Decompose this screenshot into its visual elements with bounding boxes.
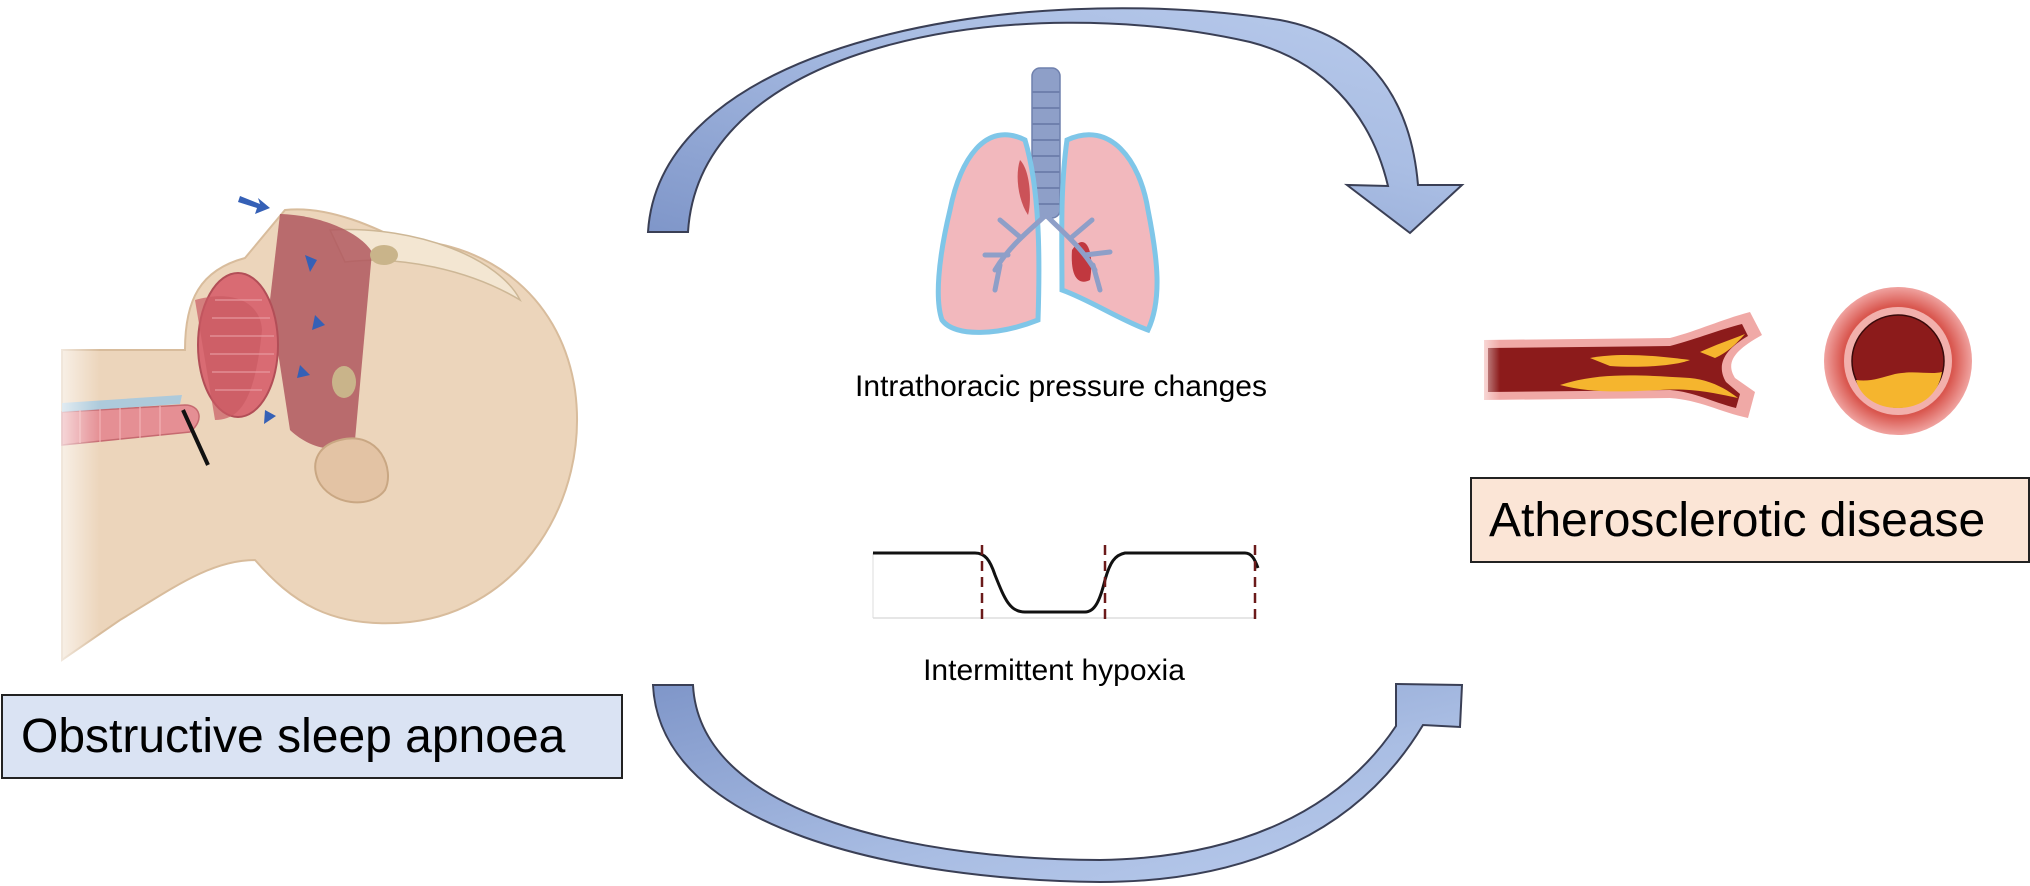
lungs-icon	[935, 67, 1160, 335]
artery-cross-section-icon	[1824, 287, 1972, 435]
hypoxia-trace-icon	[872, 545, 1260, 620]
atherosclerotic-label-box: Atherosclerotic disease	[1470, 477, 2030, 563]
bottom-curved-arrow	[651, 682, 1464, 884]
sleeping-head-icon	[40, 196, 578, 680]
pressure-caption: Intrathoracic pressure changes	[855, 370, 1267, 403]
osa-label: Obstructive sleep apnoea	[21, 710, 566, 763]
artery-longitudinal-icon	[1470, 312, 1762, 425]
hypoxia-caption: Intermittent hypoxia	[923, 654, 1185, 687]
atherosclerotic-label: Atherosclerotic disease	[1489, 493, 1986, 547]
osa-label-box: Obstructive sleep apnoea	[1, 694, 623, 779]
top-curved-arrow	[646, 7, 1465, 235]
